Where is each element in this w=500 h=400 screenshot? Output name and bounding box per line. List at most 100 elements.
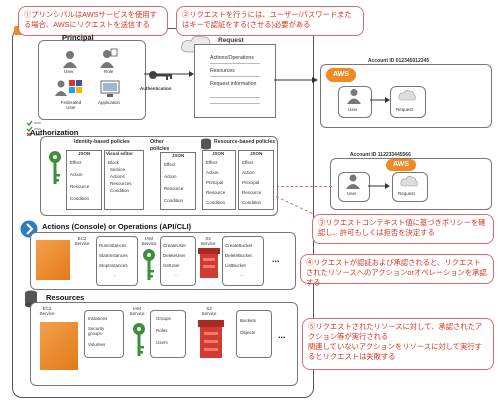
resource-json-label-2: JSON xyxy=(250,151,263,156)
resources-s3-service-label: S3 Service xyxy=(201,306,217,317)
principal-application-label: Application xyxy=(98,100,121,105)
resources-iam-item-roles: Roles xyxy=(156,328,168,333)
actions-ec2-op-4: ... xyxy=(113,272,117,277)
other-field-effect: Effect xyxy=(164,162,176,167)
visual-field-resources: Resources xyxy=(110,181,132,186)
resource-policies-storage-icon xyxy=(201,138,211,150)
resources-s3-item-buckets: Buckets xyxy=(240,318,257,323)
request-line-resources: Resources xyxy=(210,68,235,74)
actions-iam-op-3: GetUser xyxy=(163,263,180,268)
other-policies-title: Other policies xyxy=(150,139,170,152)
account-1-user-label: User xyxy=(348,107,358,112)
identity-policies-title: Identity-based policies xyxy=(74,139,130,145)
identity-key-icon xyxy=(49,151,61,184)
request-divider-2 xyxy=(210,76,260,77)
resource-2-field-principal: Principal xyxy=(242,180,260,185)
account-1-arrow xyxy=(370,97,390,103)
other-field-condition: Condition xyxy=(164,198,184,203)
actions-iam-op-2: DeleteUser xyxy=(163,253,186,258)
role-icon xyxy=(100,48,118,68)
note-1-principal-request: ①プリンシパルはAWSサービスを使用する場合、AWSにリクエストを送信する xyxy=(18,6,168,36)
resources-s3-bucket-icon xyxy=(198,320,224,358)
account-2-request-cloud-icon xyxy=(400,176,418,187)
account-2-link-line xyxy=(276,186,332,187)
other-json-doc xyxy=(160,152,196,210)
visual-editor-doc xyxy=(104,150,144,210)
actions-ec2-op-1: RunInstances xyxy=(99,243,127,248)
visual-field-service: Service xyxy=(110,167,126,172)
resource-1-field-effect: Effect xyxy=(206,160,218,165)
identity-field-action: Action xyxy=(70,172,83,177)
request-divider-1 xyxy=(210,63,260,64)
note-5-resources: ⑤リクエストされたリソースに対して、承認されたアクション等が実行される 関連して… xyxy=(302,318,494,370)
resource-1-field-action: Action xyxy=(206,170,219,175)
actions-s3-op-2: DeleteBucket xyxy=(225,253,252,258)
other-field-action: Action xyxy=(164,174,177,179)
resources-more-ellipsis: ... xyxy=(278,330,286,340)
resource-2-field-condition: Condition xyxy=(242,200,262,205)
resource-1-field-resource: Resource xyxy=(206,190,226,195)
account-2-user-label: User xyxy=(347,191,357,196)
resources-ec2-icon xyxy=(40,322,78,370)
authorization-checklist-icon xyxy=(26,120,41,136)
resource-json-doc-1 xyxy=(202,150,236,210)
resources-ec2-item-instances: Instances xyxy=(88,316,108,321)
resource-1-field-principal: Principal xyxy=(206,180,224,185)
resources-ec2-service-label: EC2 Service xyxy=(39,306,55,317)
identity-json-label: JSON xyxy=(78,151,91,156)
identity-field-effect: Effect xyxy=(70,160,82,165)
request-to-account-arrow xyxy=(274,77,318,83)
actions-s3-op-4: ... xyxy=(240,272,244,277)
principal-title: Principal xyxy=(62,33,94,42)
account-1-aws-badge: AWS xyxy=(326,68,356,82)
resources-iam-item-groups: Groups xyxy=(156,316,171,321)
identity-field-condition: Condition xyxy=(70,196,90,201)
account-2-id: Account ID 112233445566 xyxy=(350,152,411,158)
actions-iam-op-1: CreateUser xyxy=(163,243,187,248)
actions-s3-op-1: CreateBucket xyxy=(225,243,253,248)
resources-iam-key-icon xyxy=(133,323,145,356)
actions-iam-service-label: IAM Service xyxy=(141,236,157,247)
identity-field-resource: Resource xyxy=(70,184,90,189)
request-title: Request xyxy=(218,37,244,44)
principal-to-request-arrow xyxy=(144,71,194,77)
account-2-request-label: Request xyxy=(398,191,415,196)
account-1-user-icon xyxy=(347,89,361,104)
visual-field-condition: Condition xyxy=(110,188,130,193)
visual-field-block: Block xyxy=(108,160,120,165)
principal-role-label: Role xyxy=(104,69,114,74)
actions-iam-ops-box xyxy=(160,236,196,286)
user-icon xyxy=(63,51,77,68)
actions-s3-bucket-icon xyxy=(198,248,220,278)
account-1-request-label: Request xyxy=(396,107,413,112)
note-3-authorization: ③リクエストコンテキスト値に基づきポリシーを確認し、許可もしくは拒否を決定する xyxy=(312,214,494,244)
actions-iam-key-icon xyxy=(143,249,155,280)
request-document xyxy=(194,44,276,118)
actions-s3-ops-box xyxy=(222,236,264,286)
actions-iam-op-4: ... xyxy=(174,272,178,277)
resources-iam-service-label: IAM Service xyxy=(129,306,145,317)
actions-ec2-service-label: EC2 Service xyxy=(74,236,90,247)
account-2-user-icon xyxy=(346,174,360,189)
other-field-resource: Resource xyxy=(164,186,184,191)
resources-ec2-item-volumes: Volumes xyxy=(88,342,106,347)
actions-ec2-ops-box xyxy=(96,236,138,286)
visual-field-actions: Actions xyxy=(110,174,125,179)
request-divider-4 xyxy=(210,103,260,104)
account-2-arrow xyxy=(368,183,390,189)
resources-s3-item-objects: Objects xyxy=(240,330,256,335)
authentication-key-icon xyxy=(149,71,172,80)
principal-user-label: User xyxy=(64,69,74,74)
principal-federated-user-label: Federated User xyxy=(60,100,82,111)
request-line-information: Request information xyxy=(210,81,257,87)
application-icon xyxy=(100,80,120,97)
actions-s3-op-3: ListBucket xyxy=(225,263,246,268)
note-4-actions: ④リクエストが認証および承認されると、リクエストされたリソースへのアクションor… xyxy=(300,254,494,287)
actions-more-ellipsis: ... xyxy=(272,254,280,264)
federated-user-icon xyxy=(55,80,82,96)
request-line-actions: Actions/Operations xyxy=(210,55,254,61)
account-1-request-cloud-icon xyxy=(398,90,416,101)
authentication-label: Authentication xyxy=(140,86,172,91)
request-divider-3 xyxy=(210,97,260,98)
resources-s3-items-box xyxy=(236,310,272,358)
